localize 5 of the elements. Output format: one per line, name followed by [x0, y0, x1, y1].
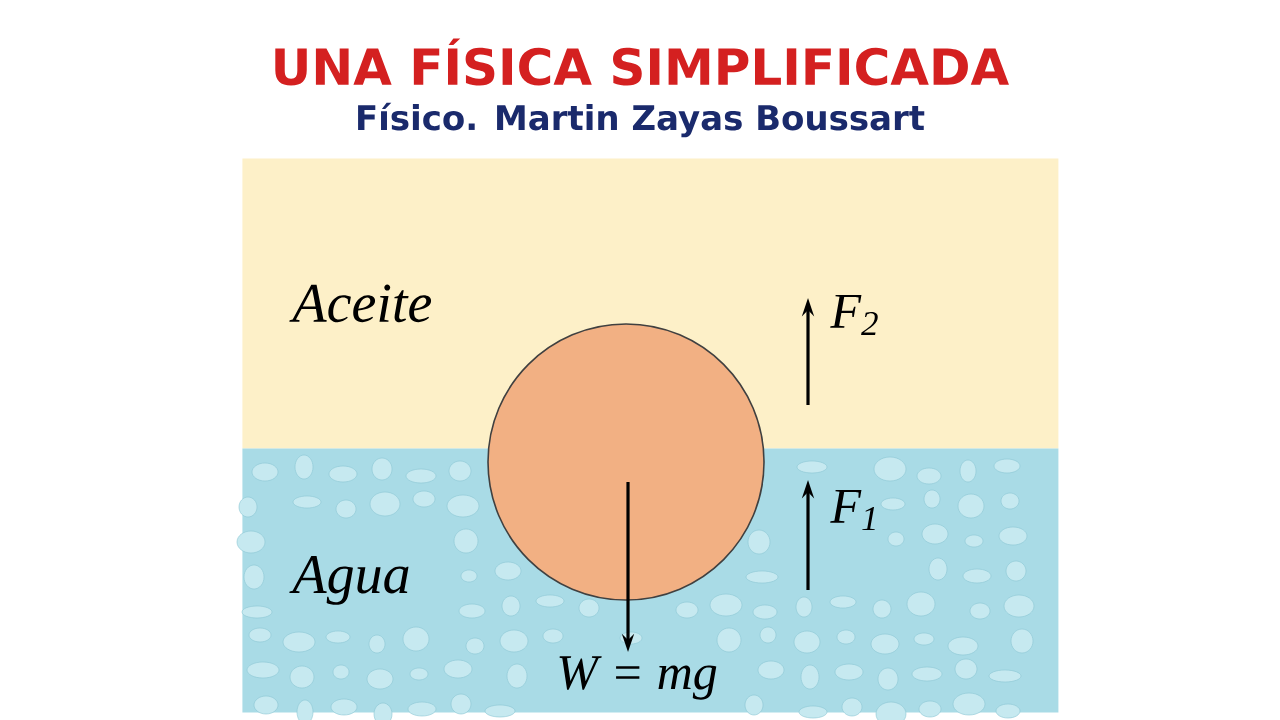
title: UNA FÍSICA SIMPLIFICADA	[275, 38, 1009, 86]
force-label: W = mg	[559, 656, 717, 700]
force-label: F$_{2}$	[830, 294, 878, 336]
subtitle: Físico. Martin Zayas Boussart	[358, 102, 925, 138]
force-label: F$_{1}$	[830, 489, 875, 531]
